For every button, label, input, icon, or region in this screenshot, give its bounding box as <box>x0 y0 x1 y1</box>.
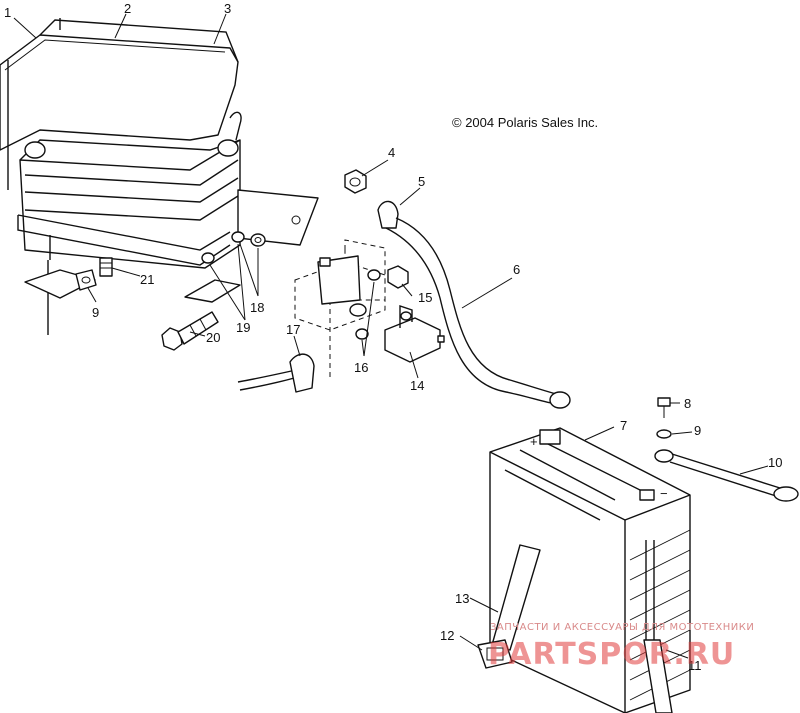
solenoid-relay <box>317 255 367 317</box>
strap-part-11 <box>643 540 673 713</box>
screw-part-21 <box>99 257 113 277</box>
starter-relay-part-14 <box>384 305 445 363</box>
callout-13: 13 <box>455 591 469 606</box>
cable-part-17 <box>237 353 315 393</box>
washer-part-19 <box>201 231 245 264</box>
solenoid-mount-dashed <box>294 239 386 380</box>
callout-9-left: 9 <box>92 305 99 320</box>
watermark-tagline: ЗАПЧАСТИ И АКСЕССУАРЫ ДЛЯ МОТОТЕХНИКИ <box>490 622 754 633</box>
cable-part-10 <box>654 449 799 502</box>
callout-17: 17 <box>286 322 300 337</box>
washer-part-16 <box>355 269 381 340</box>
tray-mounting-bracket <box>237 189 319 246</box>
battery-tray <box>17 111 242 335</box>
callout-1: 1 <box>4 5 11 20</box>
callout-4: 4 <box>388 145 395 160</box>
nut-part-4 <box>344 169 367 194</box>
leader-lines <box>13 13 769 659</box>
callout-2: 2 <box>124 1 131 16</box>
callout-9-right: 9 <box>694 423 701 438</box>
bolt-part-20 <box>161 311 219 351</box>
lock-washer-part-18 <box>250 233 266 247</box>
battery: + − <box>489 427 691 713</box>
watermark: ЗАПЧАСТИ И АКСЕССУАРЫ ДЛЯ МОТОТЕХНИКИ PA… <box>488 622 754 672</box>
buckle-part-12 <box>477 639 513 669</box>
callout-12: 12 <box>440 628 454 643</box>
watermark-brand: PARTSPOR.RU <box>488 637 735 672</box>
nut-part-15 <box>387 265 409 289</box>
washer-part-9-right <box>656 429 672 439</box>
callout-16: 16 <box>354 360 368 375</box>
clip-nut-part-9-left <box>75 269 97 291</box>
callout-15: 15 <box>418 290 432 305</box>
cable-part-6 <box>377 200 571 409</box>
callout-6: 6 <box>513 262 520 277</box>
callout-8: 8 <box>684 396 691 411</box>
bolt-part-8 <box>657 397 671 418</box>
strap-part-13 <box>491 544 541 651</box>
callout-20: 20 <box>206 330 220 345</box>
callout-14: 14 <box>410 378 424 393</box>
battery-plus-mark: + <box>530 434 538 449</box>
battery-minus-mark: − <box>660 486 668 501</box>
callout-11: 11 <box>688 658 702 673</box>
callout-19: 19 <box>236 320 250 335</box>
battery-box-cover <box>0 18 239 190</box>
callout-10: 10 <box>768 455 782 470</box>
callout-5: 5 <box>418 174 425 189</box>
callout-7: 7 <box>620 418 627 433</box>
callout-21: 21 <box>140 272 154 287</box>
copyright-notice: © 2004 Polaris Sales Inc. <box>452 115 598 130</box>
callout-18: 18 <box>250 300 264 315</box>
callout-3: 3 <box>224 1 231 16</box>
